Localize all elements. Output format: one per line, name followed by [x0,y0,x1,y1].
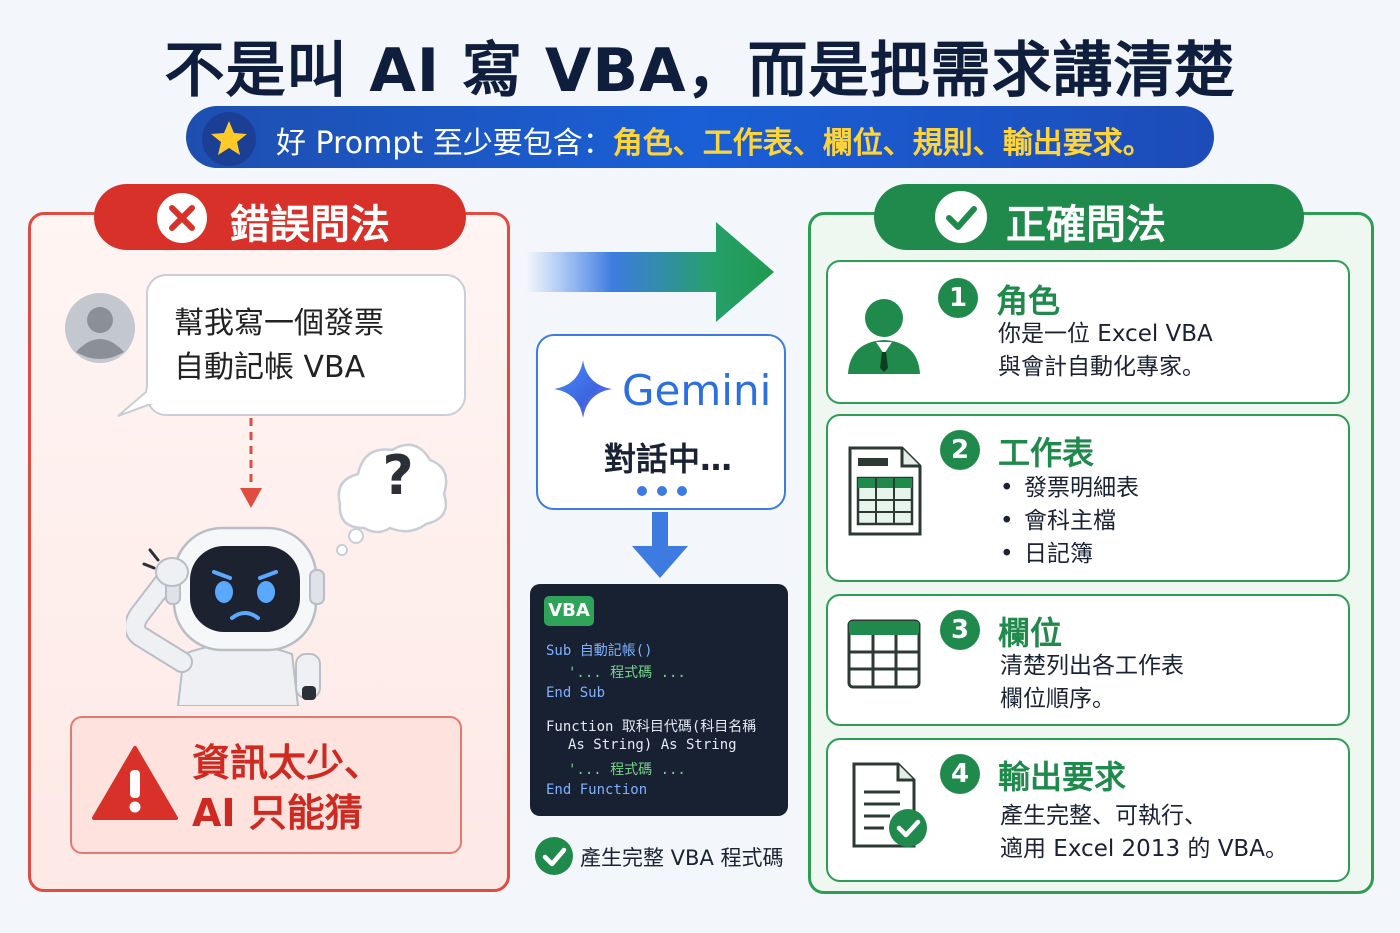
confused-robot-icon [126,526,325,706]
card-4-line-1: 產生完整、可執行、 [1000,803,1207,829]
spreadsheet-doc-icon [848,446,922,536]
gemini-name: Gemini [622,366,772,415]
bubble-tail [117,380,158,417]
check-icon [935,191,987,243]
card-body-1: 你是一位 Excel VBA 與會計自動化專家。 [998,318,1213,384]
page-title: 不是叫 AI 寫 VBA，而是把需求講清楚 [164,36,1236,106]
gemini-sparkle-icon [554,360,612,418]
prompt-line-1: 幫我寫一個發票 [174,306,384,341]
card-number-3: 3 [940,610,980,650]
user-prompt-text: 幫我寫一個發票 自動記帳 VBA [174,302,384,390]
card-title-3: 欄位 [998,614,1063,652]
star-icon [211,121,247,155]
dashed-down-arrow-icon [240,418,262,508]
warning-icon [92,746,178,820]
person-icon [848,299,920,374]
gemini-card [536,334,786,510]
warning-line-2: AI 只能猜 [192,791,363,835]
warning-line-1: 資訊太少、 [192,741,383,785]
banner-prefix: 好 Prompt 至少要包含： [276,126,613,161]
user-prompt-bubble [146,274,466,416]
wrong-label-pill [94,184,466,250]
code-line-2: '... 程式碼 ... [568,665,686,681]
list-item: •日記簿 [1000,541,1093,567]
banner-text: 好 Prompt 至少要包含：角色、工作表、欄位、規則、輸出要求。 [276,118,1153,162]
code-language-tag: VBA [544,596,594,626]
card-number-4: 4 [940,754,980,794]
right-arrow-icon [526,222,774,322]
card-1-line-2: 與會計自動化專家。 [998,354,1205,380]
card-3-line-2: 欄位順序。 [1000,686,1115,712]
code-line-3: End Sub [546,685,606,701]
result-text: 產生完整 VBA 程式碼 [580,846,784,870]
card-body-4: 產生完整、可執行、 適用 Excel 2013 的 VBA。 [1000,800,1288,866]
code-line-7: End Function [546,782,648,798]
list-item: •會科主檔 [1000,508,1116,534]
question-mark: ? [382,444,414,507]
typing-dots-icon [637,486,687,496]
close-icon [157,193,207,243]
warning-text: 資訊太少、 AI 只能猜 [192,738,382,838]
table-grid-icon [847,619,921,689]
prompt-line-2: 自動記帳 VBA [174,350,366,385]
user-avatar-icon [65,293,135,363]
banner-star-badge [202,112,256,166]
down-arrow-icon [632,512,688,578]
code-line-6: '... 程式碼 ... [568,762,686,778]
code-line-5: As String) As String [568,737,737,753]
card-3-line-1: 清楚列出各工作表 [1000,653,1184,679]
gemini-status: 對話中… [604,440,733,478]
card-1-line-1: 你是一位 Excel VBA [998,321,1213,347]
code-line-4: Function 取科目代碼(科目名稱 [546,719,757,735]
banner-highlight: 角色、工作表、欄位、規則、輸出要求。 [612,126,1153,161]
document-check-icon [852,762,927,848]
list-item: •發票明細表 [1000,475,1139,501]
card-body-3: 清楚列出各工作表 欄位順序。 [1000,650,1184,716]
check-circle-icon [535,837,573,875]
card-number-2: 2 [940,430,980,470]
tip-banner [186,106,1214,168]
card-4-line-2: 適用 Excel 2013 的 VBA。 [1000,836,1288,862]
card-title-1: 角色 [996,282,1061,320]
thought-cloud-icon [336,443,448,556]
card-title-2: 工作表 [998,434,1095,472]
wrong-label: 錯誤問法 [230,202,390,248]
code-line-1: Sub 自動記帳() [546,643,653,659]
right-label: 正確問法 [1006,202,1166,248]
card-title-4: 輸出要求 [998,758,1127,796]
card-body-2: •發票明細表 •會科主檔 •日記簿 [1000,472,1139,571]
card-role [826,260,1350,404]
card-number-1: 1 [938,278,978,318]
